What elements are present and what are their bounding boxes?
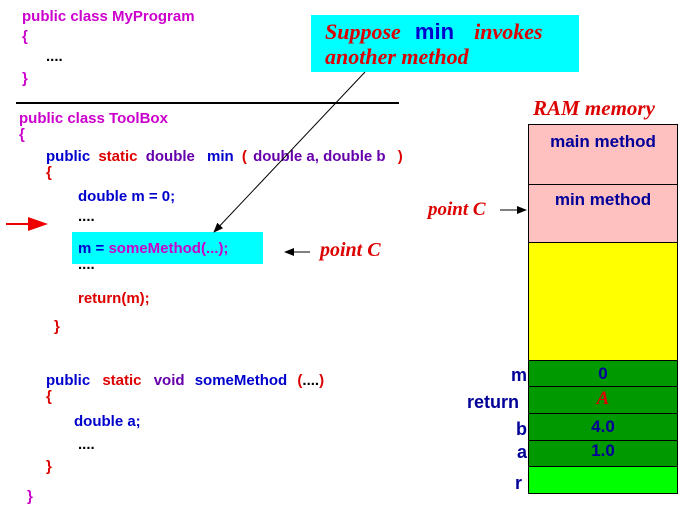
point-c-code-label: point C bbox=[320, 239, 381, 261]
ram-frame-main-label: main method bbox=[550, 132, 656, 151]
callout-invokes: invokes bbox=[474, 19, 543, 44]
callout-another-method: another method bbox=[325, 44, 469, 69]
dots-2: .... bbox=[78, 256, 95, 273]
min-params: double a, double b bbox=[253, 148, 386, 165]
ram-cell-return-value: A bbox=[596, 388, 610, 409]
toolbox-class-header: public class ToolBox bbox=[19, 110, 168, 127]
somemethod-param-dots: .... bbox=[302, 372, 320, 389]
point-c-ram-label: point C bbox=[428, 199, 486, 220]
ram-cell-b-value: 4.0 bbox=[591, 417, 615, 436]
ram-frame-min-label: min method bbox=[554, 190, 652, 209]
ram-label-b: b bbox=[516, 419, 527, 439]
some-dots: .... bbox=[78, 436, 95, 453]
decl-m: double m = 0; bbox=[78, 188, 176, 205]
callout-suppose: Suppose bbox=[325, 19, 401, 44]
ram-cell-m-value: 0 bbox=[598, 364, 608, 383]
ram-cell-b: 4.0 bbox=[528, 414, 678, 441]
kw-public-2: public bbox=[46, 372, 91, 389]
ram-cell-return: A bbox=[528, 387, 678, 414]
myprogram-close-brace: } bbox=[22, 70, 28, 87]
execution-pointer-icon bbox=[6, 217, 48, 231]
call-rhs: someMethod(...); bbox=[108, 240, 229, 257]
divider-line bbox=[16, 102, 399, 104]
somemethod-close-brace: } bbox=[46, 458, 52, 475]
return-statement: return(m); bbox=[78, 290, 150, 307]
min-close-brace: } bbox=[54, 318, 60, 335]
callout-box: Suppose min invokes another method bbox=[311, 15, 579, 72]
paren-open-2: ( bbox=[297, 372, 303, 389]
kw-static: static bbox=[98, 148, 138, 165]
callout-min: min bbox=[414, 19, 455, 44]
kw-double: double bbox=[145, 148, 195, 165]
ram-title: RAM memory bbox=[533, 96, 655, 120]
myprogram-open-brace: { bbox=[22, 28, 28, 45]
myprogram-dots: .... bbox=[46, 48, 63, 65]
min-signature: public static double min ( double a, dou… bbox=[46, 148, 403, 166]
paren-close: ) bbox=[397, 148, 403, 165]
ram-cell-m: 0 bbox=[528, 360, 678, 387]
ram-frame-main: main method bbox=[528, 124, 678, 184]
call-highlight bbox=[72, 232, 263, 264]
dots-1: .... bbox=[78, 208, 95, 225]
kw-void: void bbox=[153, 372, 185, 389]
ram-free-space bbox=[528, 242, 678, 360]
method-name-somemethod: someMethod bbox=[194, 372, 288, 389]
method-name-min: min bbox=[207, 148, 234, 165]
decl-a: double a; bbox=[74, 413, 141, 430]
ram-label-m: m bbox=[510, 365, 527, 385]
toolbox-close-brace: } bbox=[27, 488, 33, 505]
kw-static-2: static bbox=[102, 372, 142, 389]
ram-cell-a: 1.0 bbox=[528, 441, 678, 467]
toolbox-open-brace: { bbox=[19, 126, 25, 143]
call-lhs: m = bbox=[78, 240, 109, 257]
kw-public: public bbox=[46, 148, 91, 165]
callout-arrow bbox=[213, 71, 366, 233]
ram-label-return: return bbox=[466, 392, 519, 412]
somemethod-signature: public static void someMethod (....) bbox=[46, 372, 324, 390]
ram-label-r: r bbox=[514, 473, 522, 493]
ram-cell-r bbox=[528, 467, 678, 494]
min-open-brace: { bbox=[46, 164, 52, 181]
ram-label-a: a bbox=[516, 442, 527, 462]
paren-close-2: ) bbox=[319, 372, 325, 389]
ram-cell-a-value: 1.0 bbox=[591, 441, 615, 460]
call-statement: m = someMethod(...); bbox=[78, 240, 228, 258]
somemethod-open-brace: { bbox=[46, 388, 52, 405]
ram-frame-min: min method bbox=[528, 184, 678, 242]
myprogram-class-header: public class MyProgram bbox=[22, 8, 195, 25]
paren-open: ( bbox=[241, 148, 247, 165]
